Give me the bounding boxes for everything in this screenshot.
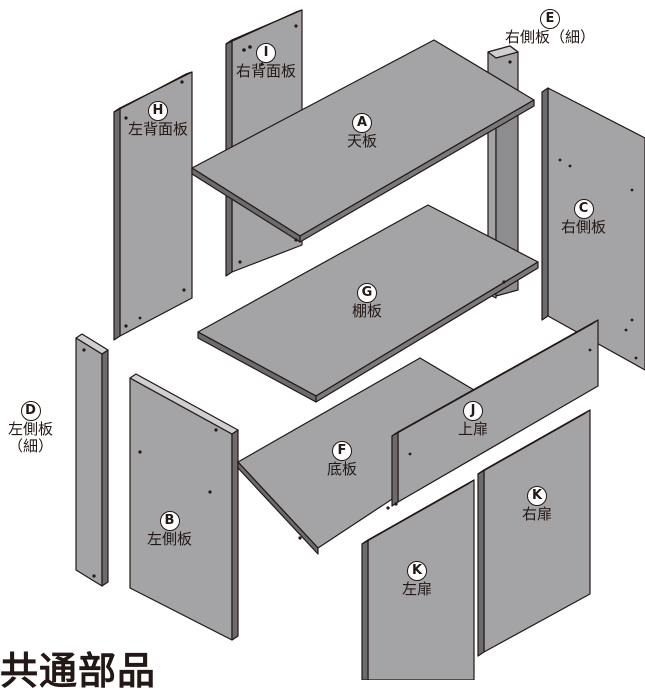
panel-right-door [477,409,591,657]
panel-right-side [541,87,645,371]
panel-left-side [129,373,239,641]
marker-j: J [463,401,483,421]
section-heading: 共通部品 [0,649,157,693]
marker-i: I [256,43,276,63]
label-part-j: J 上扉 [458,400,488,438]
label-part-c: C 右側板 [561,198,606,236]
marker-k-left: K [407,561,427,581]
note-d: （細） [8,436,54,455]
label-part-h: H 左背面板 [128,100,188,138]
name-e: 右側板（細） [505,28,596,46]
marker-h: H [148,101,168,121]
name-j: 上扉 [458,420,489,438]
marker-g: G [357,283,377,303]
marker-d: D [20,401,41,421]
name-f: 底板 [327,460,358,478]
marker-k-right: K [527,486,547,506]
marker-e: E [540,9,560,29]
panel-top-board [191,39,535,243]
label-part-k-right: K 右扉 [522,485,552,523]
name-k-right: 右扉 [522,505,553,523]
marker-c: C [573,199,594,219]
marker-b: B [159,511,180,531]
panel-left-side-narrow [75,333,109,587]
panel-upper-door [391,319,599,507]
label-part-i: I 右背面板 [236,42,296,80]
name-d: 左側板 [8,420,54,438]
label-part-e: E 右側板（細） [505,8,595,46]
name-i: 右背面板 [236,62,297,80]
marker-a: A [352,113,372,133]
label-part-a: A 天板 [347,112,377,150]
name-g: 棚板 [352,302,383,320]
name-b: 左側板 [147,530,193,548]
name-a: 天板 [347,132,378,150]
screw-holes [82,24,638,578]
name-c: 右側板 [561,218,607,236]
marker-f: F [332,441,352,461]
panel-left-back [113,71,193,341]
name-k-left: 左扉 [402,580,433,598]
label-part-k-left: K 左扉 [402,560,432,598]
assembly-diagram: I 右背面板 E 右側板（細） H 左背面板 A 天板 C 右側板 G 棚板 D… [0,8,645,693]
label-part-f: F 底板 [327,440,357,478]
name-h: 左背面板 [128,120,189,138]
exploded-view-drawing [75,9,645,680]
label-part-g: G 棚板 [352,282,382,320]
label-part-b: B 左側板 [147,510,192,548]
label-part-d: D 左側板 （細） [8,400,53,455]
